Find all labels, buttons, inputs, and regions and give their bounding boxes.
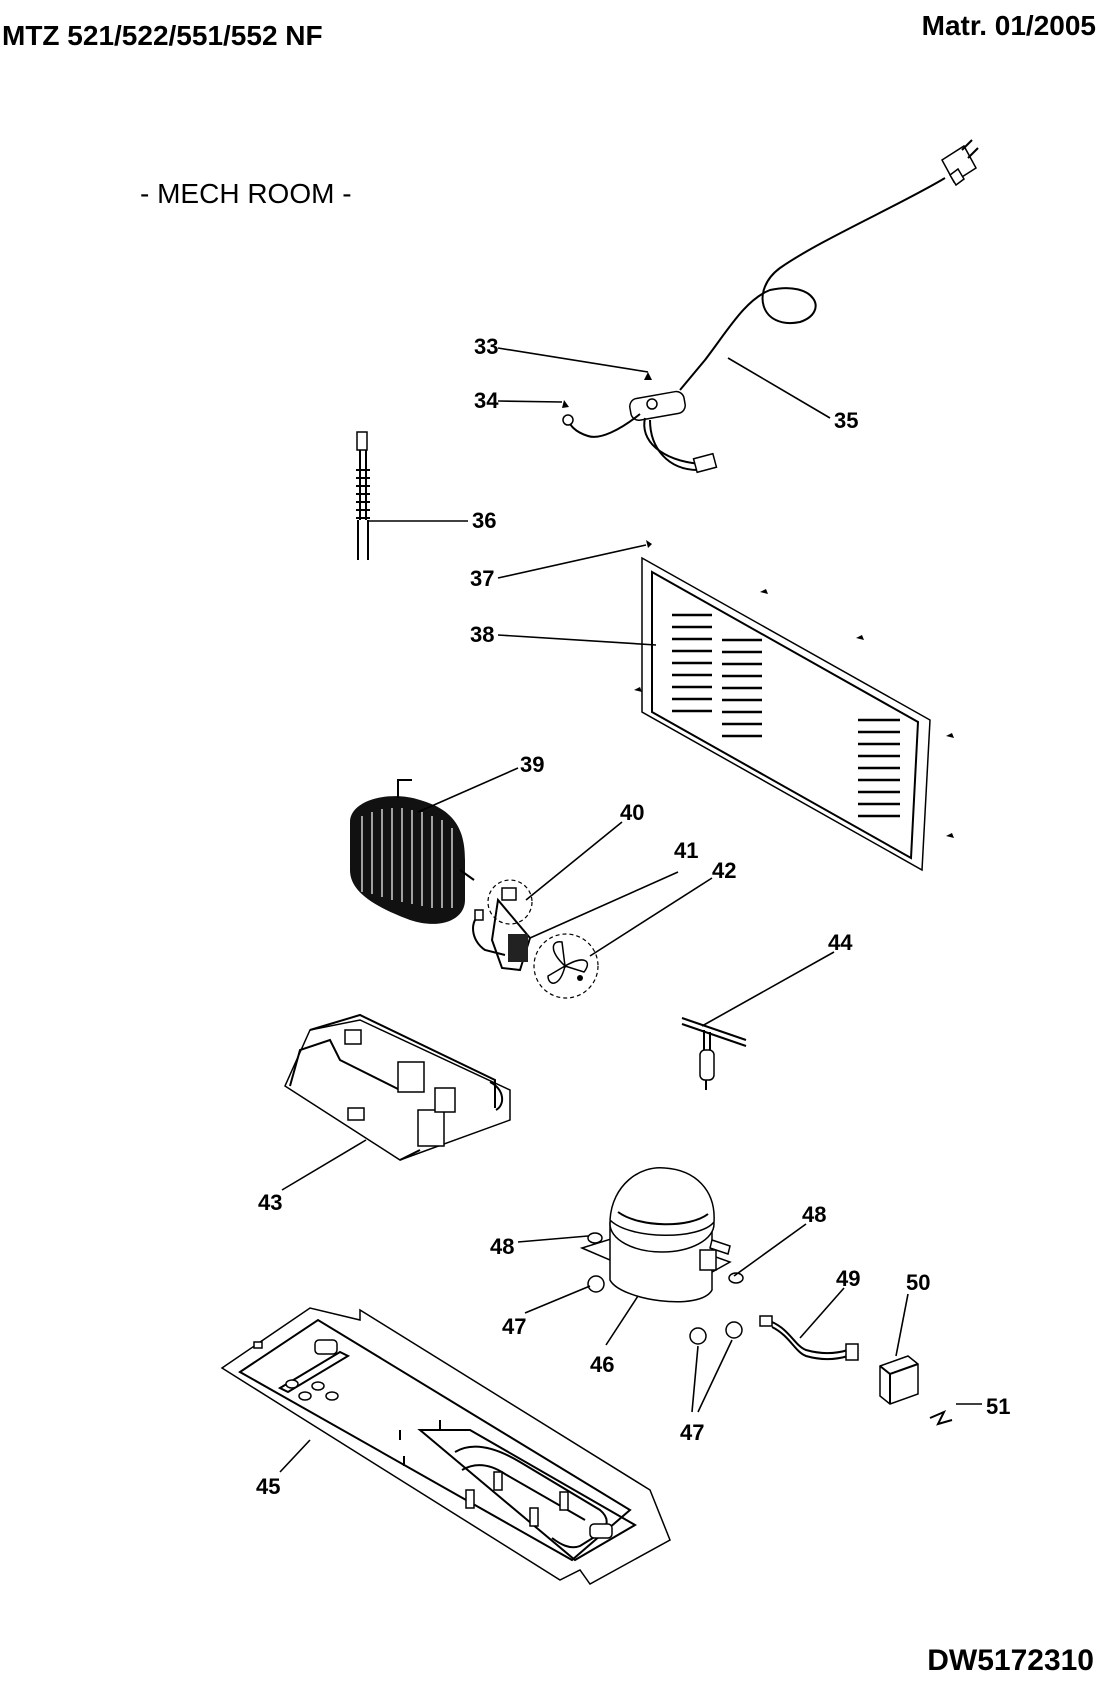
callout-51: 51 [986,1394,1010,1419]
wire-harness-part [759,1315,859,1361]
callout-49: 49 [836,1266,860,1291]
callout-36: 36 [472,508,496,533]
base-plate-part [220,1307,671,1585]
callout-37: 37 [470,566,494,591]
relay-part [879,1355,919,1405]
callout-48b: 48 [802,1202,826,1227]
material-date: Matr. 01/2005 [921,10,1096,41]
model-title: MTZ 521/522/551/552 NF [2,20,323,51]
leader-lines [279,347,982,1473]
screw-part [646,540,652,548]
callout-39: 39 [520,752,544,777]
callout-44: 44 [828,930,853,955]
callout-40: 40 [620,800,644,825]
callout-38: 38 [470,622,494,647]
callout-47a: 47 [502,1314,526,1339]
callout-35: 35 [834,408,858,433]
condensate-tray-part [284,1013,511,1161]
callout-45: 45 [256,1474,280,1499]
clip-part [929,1410,953,1426]
condenser-coil-part [350,779,475,924]
callout-47b: 47 [680,1420,704,1445]
compressor-part [579,1167,744,1345]
callout-48a: 48 [490,1234,514,1259]
section-title: - MECH ROOM - [140,178,352,209]
fan-blade-part [533,933,599,999]
callout-33: 33 [474,334,498,359]
callout-43: 43 [258,1190,282,1215]
callout-42: 42 [712,858,736,883]
thermal-sensor-part [681,1017,747,1090]
document-id: DW5172310 [927,1644,1094,1677]
drier-part [356,431,370,560]
callout-50: 50 [906,1270,930,1295]
callout-labels: 33 34 35 36 37 38 39 40 41 42 44 43 48 4… [256,334,1010,1499]
callout-41: 41 [674,838,698,863]
rear-cover-panel-part [634,556,954,872]
callout-34: 34 [474,388,499,413]
callout-46: 46 [590,1352,614,1377]
power-cord-part [562,139,979,474]
fan-motor-part [472,879,533,972]
